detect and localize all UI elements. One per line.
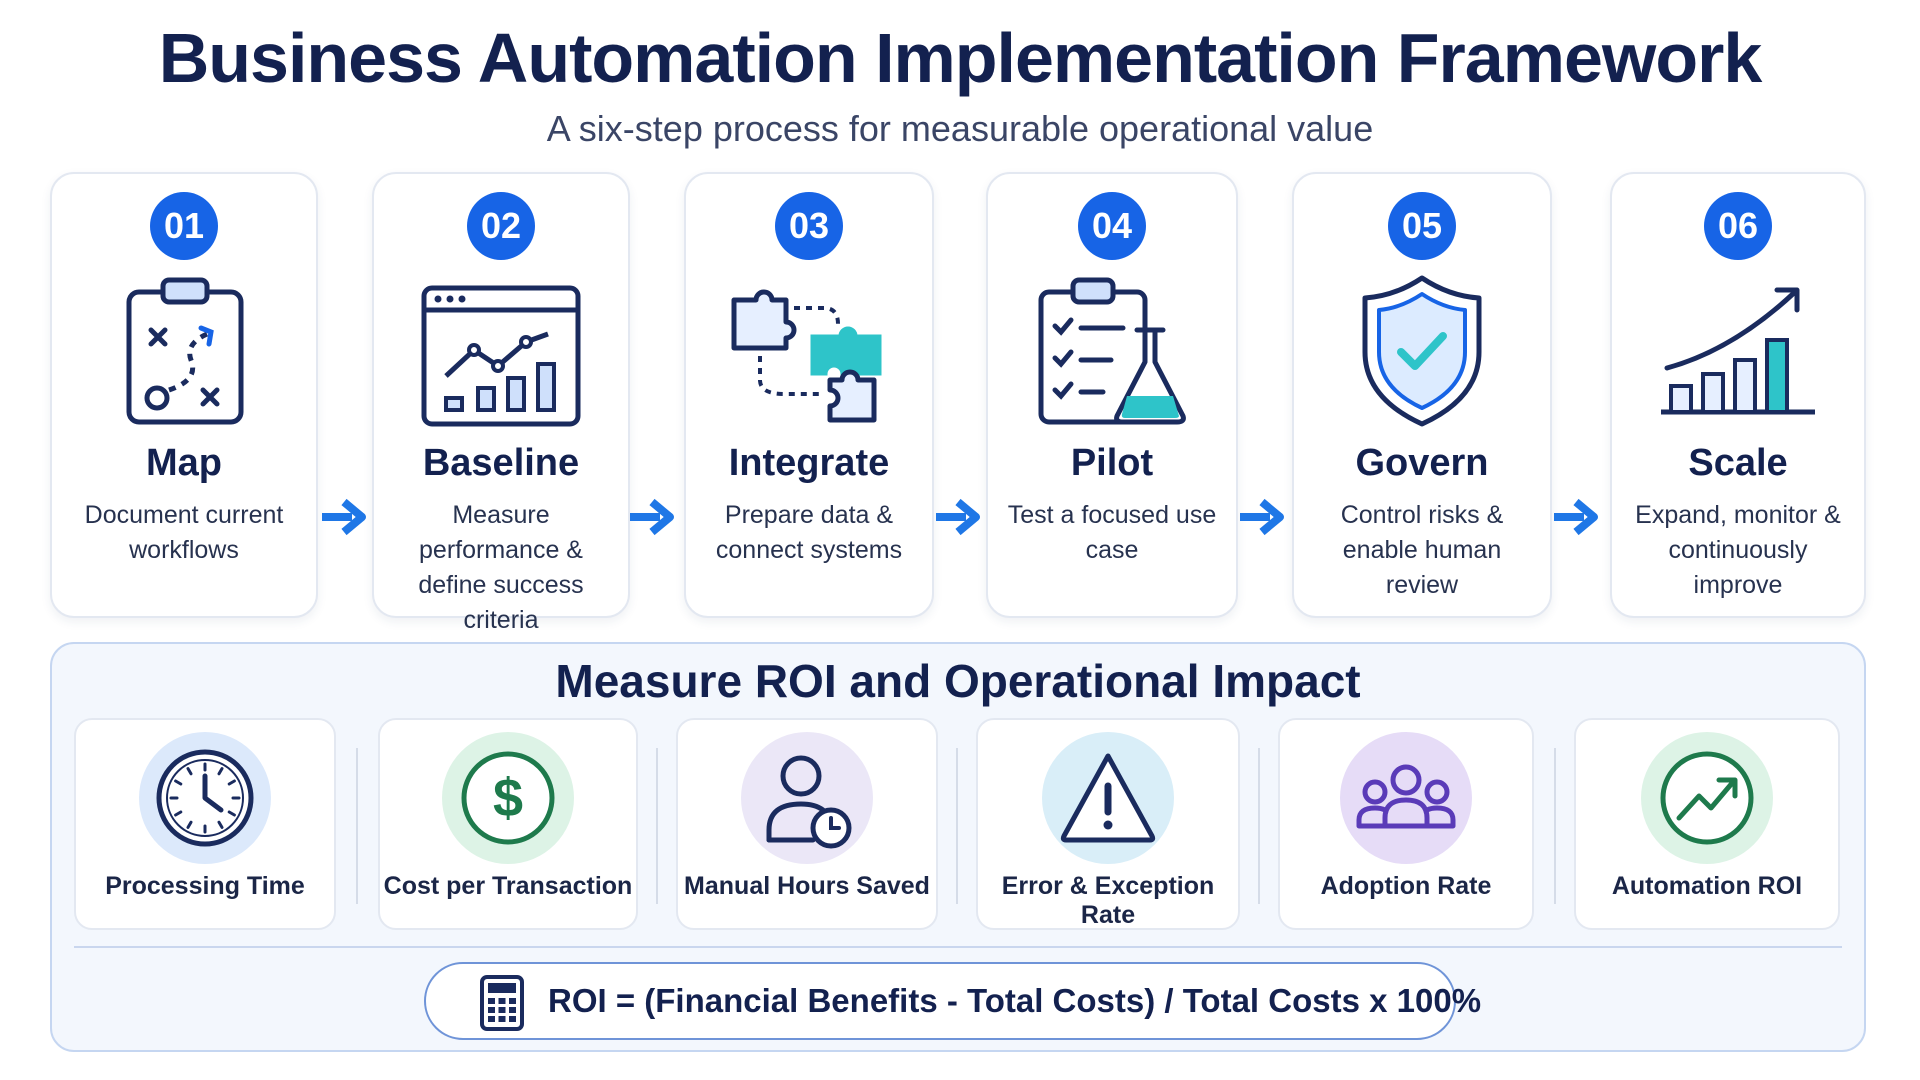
step-description: Test a focused use case [1007, 501, 1217, 564]
shield-check-icon [1362, 275, 1482, 427]
clipboard-plan-icon [126, 277, 244, 425]
step-title: Scale [1688, 442, 1788, 484]
step-title: Integrate [728, 442, 890, 484]
step-number-badge: 01 [150, 192, 218, 260]
dashboard-chart-icon [421, 285, 581, 427]
metric-card-processing-time: Processing Time [74, 718, 336, 930]
dollar-icon: $ [461, 751, 555, 845]
trend-up-icon [1660, 751, 1754, 845]
metric-card-error-exception-rate: Error & Exception Rate [976, 718, 1240, 930]
step-number-badge: 03 [775, 192, 843, 260]
arrow-right-icon [1554, 498, 1598, 536]
step-title: Map [146, 442, 222, 484]
step-number-badge: 04 [1078, 192, 1146, 260]
arrow-right-icon [1240, 498, 1284, 536]
step-card-integrate: 03 Integrate Prepare data & connect syst… [684, 172, 934, 618]
metric-card-adoption-rate: Adoption Rate [1278, 718, 1534, 930]
metric-label: Automation ROI [1611, 872, 1803, 900]
checklist-flask-icon [1038, 277, 1186, 425]
roi-panel: Measure ROI and Operational Impact Proce… [50, 642, 1866, 1052]
metric-card-manual-hours-saved: Manual Hours Saved [676, 718, 938, 930]
user-clock-icon [766, 755, 852, 849]
roi-divider [74, 946, 1842, 948]
step-title: Pilot [1070, 442, 1154, 484]
page-title: Business Automation Implementation Frame… [158, 19, 1763, 97]
arrow-right-icon [630, 498, 674, 536]
users-icon [1356, 764, 1456, 829]
puzzle-pieces-icon [731, 289, 882, 423]
metric-card-cost-per-transaction: $ Cost per Transaction [378, 718, 638, 930]
metric-divider [956, 748, 958, 904]
metric-label: Cost per Transaction [383, 872, 633, 900]
roi-formula-text: ROI = (Financial Benefits - Total Costs)… [548, 982, 1482, 1019]
metric-divider [1258, 748, 1260, 904]
arrow-right-icon [936, 498, 980, 536]
metric-label: Processing Time [105, 872, 305, 900]
step-card-scale: 06 Scale Expand, monitor & continuously … [1610, 172, 1866, 618]
arrow-right-icon [322, 498, 366, 536]
roi-formula: ROI = (Financial Benefits - Total Costs)… [424, 962, 1481, 1040]
step-description: Measure performance & define success cri… [418, 501, 584, 634]
steps-row: 01 Map Document current workflows 02 [0, 172, 1920, 634]
step-card-pilot: 04 Pilot Test a focused use case [986, 172, 1238, 618]
step-description: Expand, monitor & continuously improve [1635, 501, 1841, 599]
metric-divider [356, 748, 358, 904]
roi-title: Measure ROI and Operational Impact [555, 655, 1361, 707]
step-card-govern: 05 Govern Control risks & enable human r… [1292, 172, 1552, 618]
metric-divider [656, 748, 658, 904]
warning-icon [1060, 753, 1156, 843]
step-number-badge: 06 [1704, 192, 1772, 260]
growth-chart-icon [1661, 287, 1815, 415]
page-subtitle: A six-step process for measurable operat… [546, 108, 1374, 149]
clock-icon [156, 749, 254, 847]
svg-text:$: $ [493, 768, 523, 828]
metric-divider [1554, 748, 1556, 904]
metric-label: Manual Hours Saved [684, 872, 930, 900]
metric-card-automation-roi: Automation ROI [1574, 718, 1840, 930]
step-description: Control risks & enable human review [1340, 501, 1504, 599]
calculator-icon [480, 975, 524, 1031]
step-title: Govern [1355, 442, 1489, 484]
metric-label: Error & Exception Rate [1001, 872, 1215, 929]
step-card-map: 01 Map Document current workflows [50, 172, 318, 618]
step-number-badge: 05 [1388, 192, 1456, 260]
step-card-baseline: 02 Baseline Measure performance & define… [372, 172, 630, 634]
step-title: Baseline [422, 442, 580, 484]
step-description: Document current workflows [84, 501, 284, 564]
step-number-badge: 02 [467, 192, 535, 260]
step-description: Prepare data & connect systems [715, 501, 903, 564]
metric-label: Adoption Rate [1320, 872, 1492, 900]
